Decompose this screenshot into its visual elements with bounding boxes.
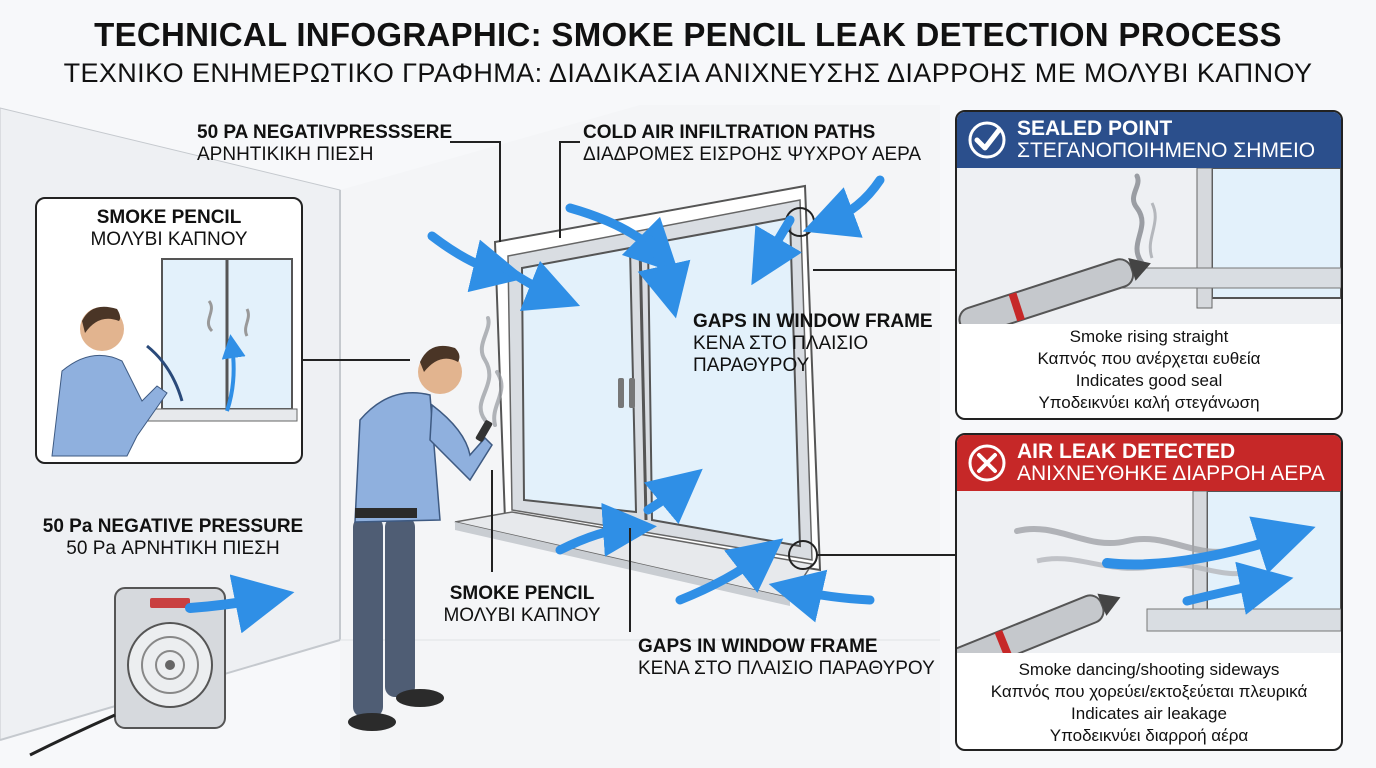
- fan-pressure-label: 50 Pa NEGATIVE PRESSURE 50 Pa ΑΡΝΗΤΙΚΗ Π…: [35, 516, 311, 560]
- sealed-caption-1: Smoke rising straight: [1069, 327, 1229, 346]
- smoke-pencil-inset: SMOKE PENCIL ΜΟΛΥΒΙ ΚΑΠΝΟΥ: [35, 197, 303, 464]
- smoke-bottom-en: SMOKE PENCIL: [449, 583, 595, 604]
- sealed-point-illustration: [957, 167, 1341, 337]
- sealed-point-panel: SEALED POINT ΣΤΕΓΑΝΟΠΟΙΗΜΕΝΟ ΣΗΜΕΙΟ Smok…: [955, 110, 1343, 420]
- title-english: TECHNICAL INFOGRAPHIC: SMOKE PENCIL LEAK…: [94, 16, 1282, 53]
- leak-caption-2: Καπνός που χορεύει/εκτοξεύεται πλευρικά: [990, 682, 1308, 701]
- fan-pressure-en: 50 Pa NEGATIVE PRESSURE: [42, 516, 304, 537]
- sealed-title-el: ΣΤΕΓΑΝΟΠΟΙΗΜΕΝΟ ΣΗΜΕΙΟ: [1017, 139, 1316, 162]
- infiltration-label: COLD AIR INFILTRATION PATHS ΔΙΑΔΡΟΜΕΣ ΕΙ…: [583, 122, 921, 166]
- smoke-wisps: [478, 316, 504, 427]
- inset-illustration: [51, 258, 298, 457]
- leak-caption-3: Indicates air leakage: [1071, 704, 1227, 723]
- leak-caption-4: Υποδεικνύει διαρροή αέρα: [1049, 726, 1249, 745]
- fan-pressure-el: 50 Pa ΑΡΝΗΤΙΚΗ ΠΙΕΣΗ: [66, 538, 280, 559]
- air-leak-illustration: [957, 490, 1341, 679]
- blower-fan-unit: [29, 574, 295, 757]
- checkmark-icon: [968, 121, 1006, 159]
- inset-smoke-pencil-el: ΜΟΛΥΒΙ ΚΑΠΝΟΥ: [90, 229, 248, 250]
- pressure-top-el: ΑΡΝΗΤΙΚΙΚΗ ΠΙΕΣΗ: [197, 144, 374, 165]
- sealed-captions: Smoke rising straight Καπνός που ανέρχετ…: [957, 326, 1341, 414]
- gaps-mid-el-1: ΚΕΝΑ ΣΤΟ ΠΛΑΙΣΙΟ: [693, 333, 869, 354]
- title-greek: ΤΕΧΝΙΚΟ ΕΝΗΜΕΡΩΤΙΚΟ ΓΡΑΦΗΜΑ: ΔΙΑΔΙΚΑΣΙΑ …: [63, 58, 1313, 88]
- leak-panel-header: AIR LEAK DETECTED ΑΝΙΧΝΕΥΘΗΚΕ ΔΙΑΡΡΟΗ ΑΕ…: [957, 435, 1341, 491]
- sealed-caption-3: Indicates good seal: [1075, 371, 1223, 390]
- sealed-panel-header: SEALED POINT ΣΤΕΓΑΝΟΠΟΙΗΜΕΝΟ ΣΗΜΕΙΟ: [957, 112, 1341, 168]
- airflow-arrows: [427, 175, 885, 623]
- inset-smoke-pencil-label: SMOKE PENCIL ΜΟΛΥΒΙ ΚΑΠΝΟΥ: [37, 207, 301, 251]
- leak-title-el: ΑΝΙΧΝΕΥΘΗΚΕ ΔΙΑΡΡΟΗ ΑΕΡΑ: [1017, 462, 1325, 485]
- pressure-top-label: 50 PA NEGATIVPRESSSERE ΑΡΝΗΤΙΚΙΚΗ ΠΙΕΣΗ: [197, 122, 452, 166]
- infiltration-en: COLD AIR INFILTRATION PATHS: [583, 122, 876, 143]
- pressure-top-en: 50 PA NEGATIVPRESSSERE: [197, 122, 453, 143]
- sealed-caption-2: Καπνός που ανέρχεται ευθεία: [1037, 349, 1261, 368]
- sealed-caption-4: Υποδεικνύει καλή στεγάνωση: [1038, 393, 1260, 412]
- gaps-mid-label: GAPS IN WINDOW FRAME ΚΕΝΑ ΣΤΟ ΠΛΑΙΣΙΟ ΠΑ…: [693, 311, 933, 377]
- x-mark-icon: [968, 444, 1006, 482]
- leak-caption-1: Smoke dancing/shooting sideways: [1018, 660, 1280, 679]
- air-leak-panel: AIR LEAK DETECTED ΑΝΙΧΝΕΥΘΗΚΕ ΔΙΑΡΡΟΗ ΑΕ…: [955, 433, 1343, 751]
- gaps-mid-en: GAPS IN WINDOW FRAME: [693, 311, 933, 332]
- leak-title-en: AIR LEAK DETECTED: [1017, 440, 1236, 463]
- gaps-bottom-el: ΚΕΝΑ ΣΤΟ ΠΛΑΙΣΙΟ ΠΑΡΑΘΥΡΟΥ: [638, 658, 935, 679]
- gaps-mid-el-2: ΠΑΡΑΘΥΡΟΥ: [693, 355, 810, 376]
- gaps-bottom-label: GAPS IN WINDOW FRAME ΚΕΝΑ ΣΤΟ ΠΛΑΙΣΙΟ ΠΑ…: [638, 636, 935, 680]
- smoke-bottom-el: ΜΟΛΥΒΙ ΚΑΠΝΟΥ: [443, 605, 601, 626]
- leak-captions: Smoke dancing/shooting sideways Καπνός π…: [957, 659, 1341, 747]
- leader-lines: [300, 141, 955, 632]
- inset-smoke-pencil-en: SMOKE PENCIL: [96, 207, 242, 228]
- sealed-title-en: SEALED POINT: [1017, 117, 1173, 140]
- smoke-pencil-bottom-label: SMOKE PENCIL ΜΟΛΥΒΙ ΚΑΠΝΟΥ: [432, 583, 612, 627]
- gaps-bottom-en: GAPS IN WINDOW FRAME: [638, 636, 878, 657]
- technician-figure: [348, 345, 493, 731]
- infiltration-el: ΔΙΑΔΡΟΜΕΣ ΕΙΣΡΟΗΣ ΨΥΧΡΟΥ ΑΕΡΑ: [583, 144, 922, 165]
